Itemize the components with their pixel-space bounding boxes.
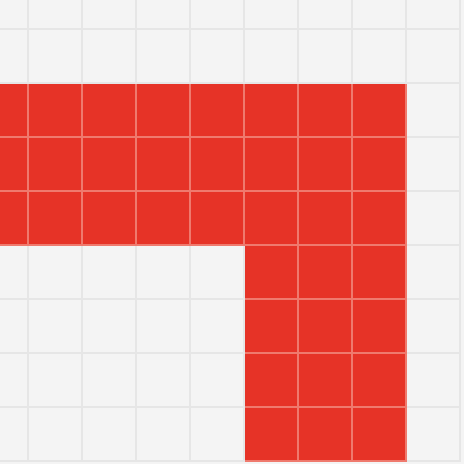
empty-cell-r7-c8[interactable] <box>407 354 461 408</box>
empty-cell-r3-c8[interactable] <box>407 138 461 192</box>
filled-cell-r4-c1[interactable] <box>29 192 83 246</box>
filled-cell-r6-c6[interactable] <box>299 300 353 354</box>
empty-cell-r8-c4[interactable] <box>191 408 245 462</box>
empty-cell-r6-c1[interactable] <box>29 300 83 354</box>
empty-cell-r6-c3[interactable] <box>137 300 191 354</box>
filled-cell-r5-c6[interactable] <box>299 246 353 300</box>
filled-cell-r4-c7[interactable] <box>353 192 407 246</box>
empty-cell-r1-c4[interactable] <box>191 30 245 84</box>
empty-cell-r6-c8[interactable] <box>407 300 461 354</box>
empty-cell-r0-c6[interactable] <box>299 0 353 30</box>
empty-cell-r1-c2[interactable] <box>83 30 137 84</box>
filled-cell-r6-c7[interactable] <box>353 300 407 354</box>
empty-cell-r1-c3[interactable] <box>137 30 191 84</box>
filled-cell-r6-c5[interactable] <box>245 300 299 354</box>
empty-cell-r1-c1[interactable] <box>29 30 83 84</box>
empty-cell-r0-c8[interactable] <box>407 0 461 30</box>
empty-cell-r7-c4[interactable] <box>191 354 245 408</box>
filled-cell-r3-c2[interactable] <box>83 138 137 192</box>
empty-cell-r1-c0[interactable] <box>0 30 29 84</box>
filled-cell-r3-c5[interactable] <box>245 138 299 192</box>
filled-cell-r4-c4[interactable] <box>191 192 245 246</box>
empty-cell-r0-c4[interactable] <box>191 0 245 30</box>
empty-cell-r0-c1[interactable] <box>29 0 83 30</box>
empty-cell-r1-c7[interactable] <box>353 30 407 84</box>
empty-cell-r5-c0[interactable] <box>0 246 29 300</box>
filled-cell-r2-c7[interactable] <box>353 84 407 138</box>
empty-cell-r4-c8[interactable] <box>407 192 461 246</box>
empty-cell-r6-c0[interactable] <box>0 300 29 354</box>
empty-cell-r1-c6[interactable] <box>299 30 353 84</box>
filled-cell-r4-c3[interactable] <box>137 192 191 246</box>
filled-cell-r3-c1[interactable] <box>29 138 83 192</box>
empty-cell-r2-c8[interactable] <box>407 84 461 138</box>
filled-cell-r2-c5[interactable] <box>245 84 299 138</box>
filled-cell-r7-c6[interactable] <box>299 354 353 408</box>
empty-cell-r8-c0[interactable] <box>0 408 29 462</box>
filled-cell-r2-c2[interactable] <box>83 84 137 138</box>
empty-cell-r5-c4[interactable] <box>191 246 245 300</box>
empty-cell-r6-c4[interactable] <box>191 300 245 354</box>
empty-cell-r8-c3[interactable] <box>137 408 191 462</box>
empty-cell-r0-c0[interactable] <box>0 0 29 30</box>
filled-cell-r3-c4[interactable] <box>191 138 245 192</box>
filled-cell-r4-c6[interactable] <box>299 192 353 246</box>
filled-cell-r4-c0[interactable] <box>0 192 29 246</box>
empty-cell-r5-c2[interactable] <box>83 246 137 300</box>
empty-cell-r5-c8[interactable] <box>407 246 461 300</box>
filled-cell-r4-c2[interactable] <box>83 192 137 246</box>
filled-cell-r7-c5[interactable] <box>245 354 299 408</box>
empty-cell-r0-c2[interactable] <box>83 0 137 30</box>
empty-cell-r0-c7[interactable] <box>353 0 407 30</box>
filled-cell-r3-c6[interactable] <box>299 138 353 192</box>
filled-cell-r2-c6[interactable] <box>299 84 353 138</box>
empty-cell-r8-c2[interactable] <box>83 408 137 462</box>
filled-cell-r3-c3[interactable] <box>137 138 191 192</box>
empty-cell-r8-c8[interactable] <box>407 408 461 462</box>
filled-cell-r5-c5[interactable] <box>245 246 299 300</box>
empty-cell-r0-c3[interactable] <box>137 0 191 30</box>
filled-cell-r8-c5[interactable] <box>245 408 299 462</box>
filled-cell-r8-c6[interactable] <box>299 408 353 462</box>
filled-cell-r3-c7[interactable] <box>353 138 407 192</box>
filled-cell-r2-c0[interactable] <box>0 84 29 138</box>
empty-cell-r8-c1[interactable] <box>29 408 83 462</box>
empty-cell-r1-c8[interactable] <box>407 30 461 84</box>
empty-cell-r5-c3[interactable] <box>137 246 191 300</box>
empty-cell-r1-c5[interactable] <box>245 30 299 84</box>
filled-cell-r3-c0[interactable] <box>0 138 29 192</box>
empty-cell-r7-c2[interactable] <box>83 354 137 408</box>
filled-cell-r2-c4[interactable] <box>191 84 245 138</box>
filled-cell-r4-c5[interactable] <box>245 192 299 246</box>
filled-cell-r2-c1[interactable] <box>29 84 83 138</box>
empty-cell-r0-c5[interactable] <box>245 0 299 30</box>
empty-cell-r7-c0[interactable] <box>0 354 29 408</box>
empty-cell-r7-c3[interactable] <box>137 354 191 408</box>
filled-cell-r5-c7[interactable] <box>353 246 407 300</box>
empty-cell-r6-c2[interactable] <box>83 300 137 354</box>
filled-cell-r7-c7[interactable] <box>353 354 407 408</box>
filled-cell-r8-c7[interactable] <box>353 408 407 462</box>
empty-cell-r5-c1[interactable] <box>29 246 83 300</box>
empty-cell-r7-c1[interactable] <box>29 354 83 408</box>
filled-cell-r2-c3[interactable] <box>137 84 191 138</box>
